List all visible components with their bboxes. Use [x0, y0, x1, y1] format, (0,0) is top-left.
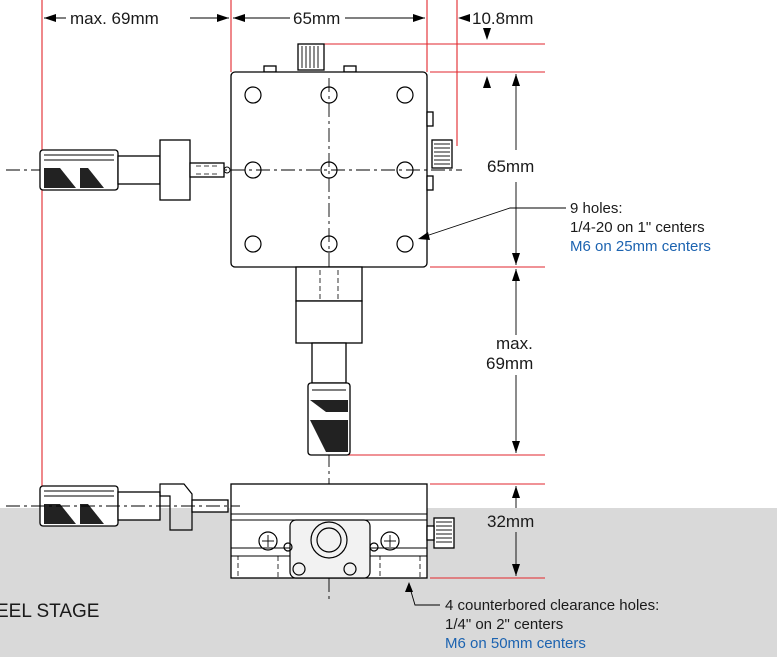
drawing-title: EEL STAGE — [0, 601, 99, 622]
dim-max-label: max. — [496, 334, 533, 353]
dim-max-69mm-top: max. 69mm — [70, 9, 159, 28]
counterbore-note-line1: 4 counterbored clearance holes: — [445, 597, 659, 614]
lock-knob — [431, 139, 453, 169]
right-dimension-lines — [512, 74, 520, 576]
side-view-stage — [230, 483, 455, 579]
leader-lines — [405, 207, 566, 606]
dim-65mm-top: 65mm — [293, 9, 340, 28]
dim-65mm-right: 65mm — [487, 157, 534, 176]
dim-32mm: 32mm — [487, 512, 534, 531]
y-micrometer-top — [295, 266, 363, 456]
counterbore-note-line3: M6 on 50mm centers — [445, 635, 586, 652]
holes-note-line3: M6 on 25mm centers — [570, 238, 711, 255]
top-dimension-lines — [44, 14, 491, 88]
dim-10-8mm: 10.8mm — [472, 9, 533, 28]
counterbore-note-line2: 1/4" on 2" centers — [445, 616, 563, 633]
holes-note-line2: 1/4-20 on 1" centers — [570, 219, 705, 236]
top-view-stage — [6, 43, 462, 600]
x-micrometer-top — [39, 139, 231, 201]
x-micrometer-side — [6, 483, 240, 531]
red-extension-lines — [41, 0, 545, 579]
holes-note-line1: 9 holes: — [570, 200, 623, 217]
dim-69mm-right: 69mm — [486, 354, 533, 373]
